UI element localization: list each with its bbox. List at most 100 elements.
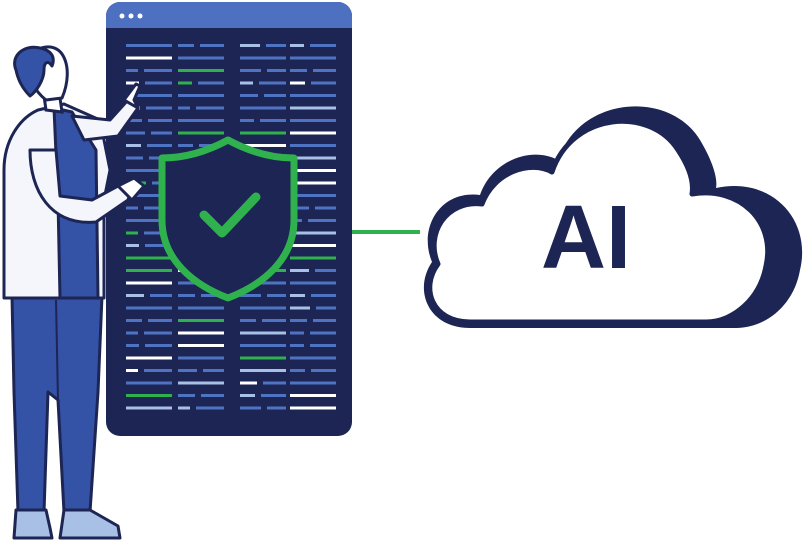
panel-line [126,144,141,147]
panel-line [126,244,139,247]
panel-line [126,319,142,322]
panel-line [144,206,172,210]
panel-line [290,244,336,247]
panel-line [290,306,310,310]
panel-line [290,56,336,60]
panel-line [126,169,172,172]
panel-line [290,281,336,285]
panel-line [240,394,255,397]
lower-hand [116,176,146,202]
cloud-front [427,118,771,325]
panel-line [315,269,336,272]
panel-line [290,131,336,135]
panel-line [126,406,172,410]
panel-line [126,269,172,272]
panel-line [290,206,309,210]
panel-line [148,119,172,122]
panel-line [290,394,336,397]
panel-line [290,194,336,197]
panel-line [126,394,172,397]
panel-line [146,106,172,110]
panel-line [240,119,254,122]
panel-line [290,69,307,72]
panel-line [311,369,336,372]
panel-line [290,381,336,385]
panel-line [178,344,224,347]
panel-line [144,369,172,372]
panel-line [290,106,336,110]
panel-line [308,219,336,222]
panel-line [290,231,336,235]
panel-line [267,294,286,297]
panel-line [290,406,336,410]
panel-line [126,44,172,47]
panel-line [261,394,286,397]
panel-line [145,81,172,85]
panel-line [178,44,194,47]
person-hair [13,45,55,98]
panel-line [240,406,261,410]
panel-line [240,319,256,322]
panel-line [240,331,286,335]
panel-line [126,81,139,85]
panel-line [290,44,304,47]
panel-line [290,369,305,372]
lower-arm [28,148,134,224]
panel-line [126,56,172,60]
panel-line [203,369,224,372]
panel-line [310,331,336,335]
panel-line [290,256,336,260]
panel-line [178,319,224,322]
panel-line [259,81,286,85]
panel-line [262,319,286,322]
panel-line [260,119,286,122]
panel-line [240,106,286,110]
panel-line [126,356,172,360]
panel-line [240,56,286,60]
ai-cloud: AI [423,106,803,328]
panel-line [126,281,172,285]
panel-line [151,131,172,135]
panel-line [290,119,336,122]
window-dots-icon [119,13,143,19]
panel-line [240,131,286,135]
panel-line [126,206,138,210]
panel-line [126,94,172,97]
panel-line [178,356,224,360]
panel-line [261,281,286,285]
panel-line [310,344,336,347]
panel-line [290,319,307,322]
panel-line [313,319,336,322]
panel-line [147,144,172,147]
person-figure [2,45,146,540]
panel-line [267,406,286,410]
panel-line [240,344,286,347]
left-shoe [12,508,54,540]
panel-line [240,144,286,147]
panel-line [178,56,224,60]
panel-line [126,219,172,222]
panel-line [201,394,224,397]
panel-line [144,331,172,335]
panel-line [126,294,144,297]
panel-line [148,319,172,322]
panel-line [290,81,305,85]
panel-line [200,44,224,47]
right-shoe [58,508,122,540]
panel-line [126,131,145,135]
panel-line [198,81,224,85]
panel-line [178,406,190,410]
panel-line [178,119,224,122]
panel-line [126,369,138,372]
shield-icon [158,136,298,302]
panel-line [178,106,190,110]
raised-hand [122,82,142,110]
panel-line [267,69,286,72]
panel-line [126,194,172,197]
panel-line [310,44,336,47]
panel-line [290,269,309,272]
panel-line [178,144,193,147]
panel-line [126,231,138,235]
panel-line [196,406,224,410]
panel-line [126,256,172,260]
